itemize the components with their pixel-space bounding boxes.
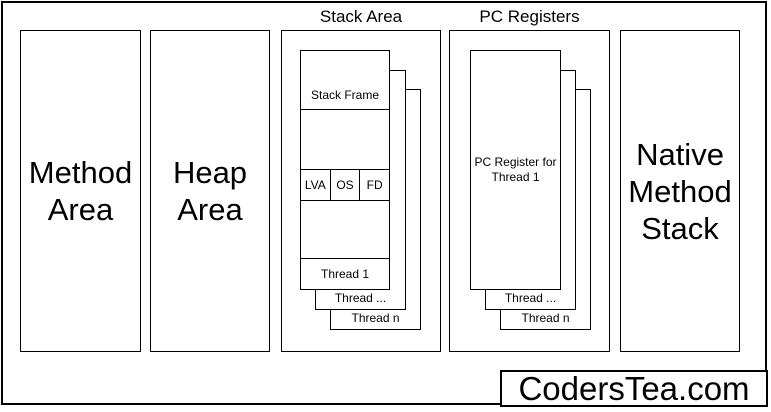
- native-method-stack-label: Native Method Stack: [628, 136, 732, 246]
- stack-thread-dots-label: Thread ...: [334, 291, 387, 305]
- pc-thread-n-label: Thread n: [521, 311, 570, 325]
- os-cell: OS: [331, 170, 361, 200]
- lva-cell: LVA: [301, 170, 331, 200]
- stack-frame-empty-section-1: [301, 110, 389, 170]
- native-method-stack-box: Native Method Stack: [620, 30, 740, 352]
- pc-registers-title: PC Registers: [479, 7, 580, 26]
- pc-register-thread1-box: PC Register for Thread 1: [470, 50, 561, 290]
- stack-area-title: Stack Area: [319, 7, 403, 26]
- watermark-text: CodersTea.com: [518, 370, 750, 407]
- pc-thread-dots-label: Thread ...: [504, 291, 557, 305]
- stack-frame-empty-section-2: [301, 201, 389, 259]
- method-area-box: Method Area: [20, 30, 141, 352]
- fd-cell: FD: [366, 178, 383, 192]
- stack-thread-n-label: Thread n: [351, 311, 400, 325]
- watermark-box: CodersTea.com: [500, 370, 768, 407]
- stack-frame-label-section: Stack Frame: [301, 51, 389, 110]
- method-area-label: Method Area: [28, 155, 133, 227]
- stack-frame-box: Stack Frame LVA OS FD Thread 1: [300, 50, 390, 290]
- heap-area-box: Heap Area: [150, 30, 270, 352]
- heap-area-label: Heap Area: [172, 155, 248, 227]
- stack-thread-1-label: Thread 1: [320, 267, 370, 281]
- diagram-outer-frame: [1, 1, 767, 405]
- stack-frame-cells-row: LVA OS FD: [301, 170, 389, 201]
- stack-frame-label: Stack Frame: [310, 88, 379, 102]
